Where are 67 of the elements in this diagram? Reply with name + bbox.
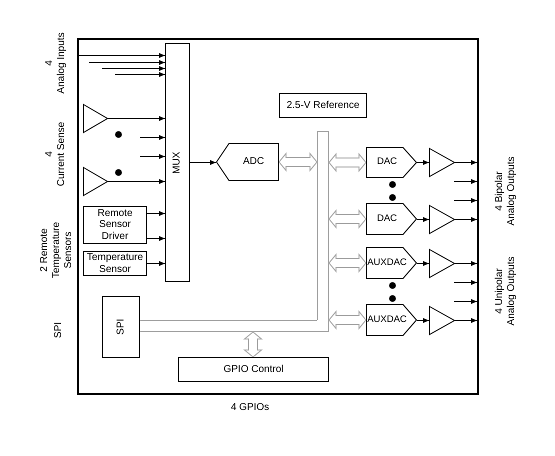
arrow (454, 280, 478, 285)
block-label: SPI (115, 318, 127, 336)
arrow (416, 261, 430, 266)
arrow (102, 66, 166, 71)
reference-block (279, 93, 367, 118)
converter-block (366, 203, 417, 235)
arrow (454, 198, 478, 203)
converter-block (366, 147, 417, 178)
arrow (146, 211, 166, 216)
amplifier-triangle (83, 167, 108, 196)
arrow (114, 72, 166, 77)
block-label: DAC (376, 214, 398, 224)
amplifier-triangle (429, 306, 455, 335)
block-label: DAC (376, 157, 398, 168)
arrow (88, 60, 166, 65)
arrow (454, 261, 478, 266)
block-label: 2.5-V Reference (286, 100, 360, 112)
arrow (454, 318, 478, 323)
bus-arrow (328, 152, 367, 172)
arrow (416, 160, 430, 165)
bus-bar (140, 320, 317, 332)
block-label: MUX (172, 151, 184, 174)
bus-arrow (243, 331, 263, 358)
pin-label: 4 Analog Inputs (44, 32, 68, 94)
block-label: AUXDAC (367, 258, 407, 268)
pin-label: SPI (53, 322, 65, 338)
arrow (146, 261, 166, 266)
arrow (108, 179, 166, 184)
pin-label: 4 GPIOs (230, 402, 270, 414)
converter-block (366, 247, 417, 279)
multiplexer-block (165, 43, 190, 282)
amplifier-triangle (429, 205, 455, 234)
block-label: AUXDAC (367, 314, 407, 326)
arrow (140, 135, 166, 140)
arrow (146, 236, 166, 241)
arrow (454, 160, 478, 165)
bus-arrow (278, 152, 318, 172)
arrow (416, 217, 430, 222)
amplifier-triangle (429, 148, 455, 177)
chip-outline (77, 38, 479, 395)
amplifier-triangle (429, 249, 455, 278)
pin-label: 4 Bipolar Analog Outputs (494, 156, 518, 226)
pin-label: 4 Unipolar Analog Outputs (494, 256, 518, 326)
pin-label: 4 Current Sense (44, 122, 68, 186)
pin-label: 2 Remote Temperature Sensors (39, 220, 75, 280)
block-label: Remote Sensor Driver (96, 208, 134, 242)
bus-arrow (328, 253, 367, 273)
bus-arrow (328, 310, 367, 330)
bus-bar (317, 131, 329, 332)
driver-block (83, 206, 147, 244)
arrow (454, 299, 478, 304)
interface-block (102, 296, 140, 358)
arrow (416, 318, 430, 323)
arrow (190, 160, 216, 165)
arrow (78, 53, 166, 58)
block-label: GPIO Control (223, 364, 284, 376)
block-label: Temperature Sensor (86, 252, 144, 275)
arrow (454, 217, 478, 222)
arrow (140, 154, 166, 159)
bus-arrow (328, 209, 367, 229)
control-block (178, 357, 329, 382)
converter-block (216, 143, 279, 181)
amplifier-triangle (83, 104, 108, 133)
arrow (108, 116, 166, 121)
converter-block (366, 304, 417, 336)
block-label: ADC (242, 156, 264, 168)
arrow (454, 179, 478, 184)
